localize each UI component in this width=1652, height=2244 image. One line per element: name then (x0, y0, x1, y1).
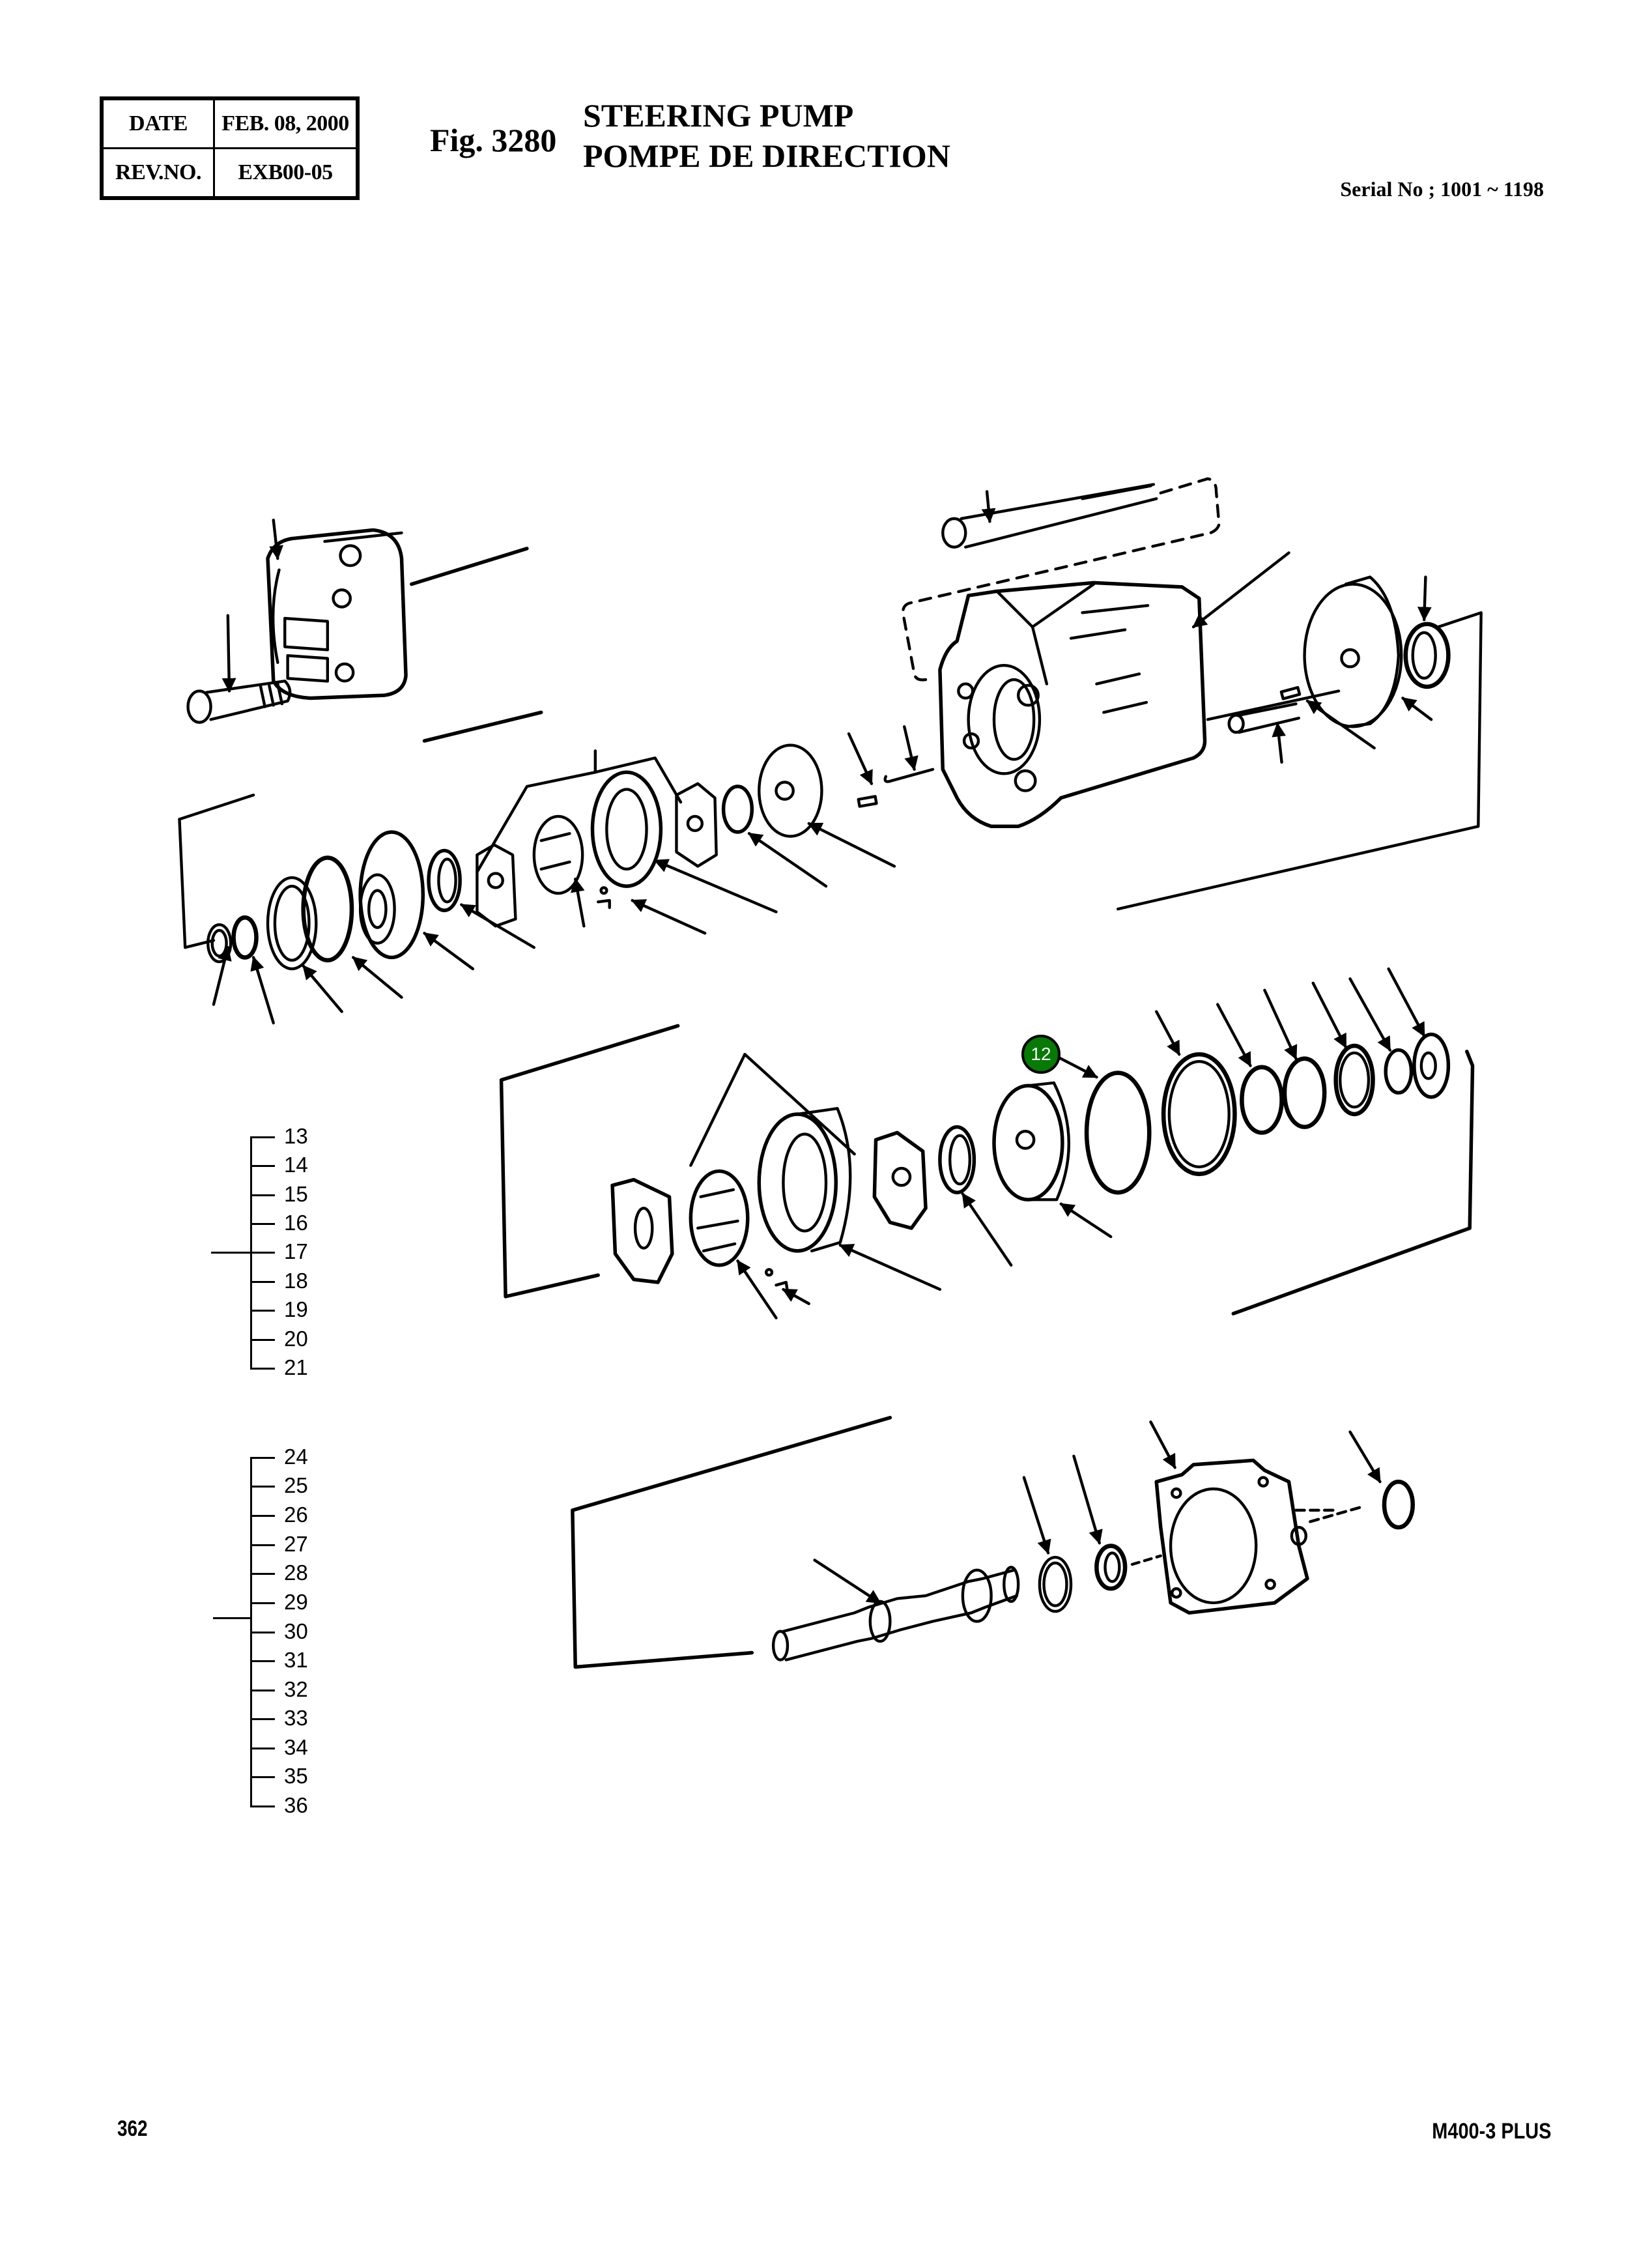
screw-icon (1227, 702, 1301, 734)
retainer-ring-icon (1161, 1052, 1237, 1177)
rotor-icon (532, 814, 584, 895)
retainer-ring-icon (266, 876, 318, 971)
revno-value: EXB00-05 (213, 147, 359, 199)
revno-label: REV.NO. (100, 147, 215, 199)
model-name: M400-3 PLUS (1431, 2119, 1551, 2144)
revision-row-revno: REV.NO. EXB00-05 (100, 147, 359, 199)
bolt-icon (186, 680, 292, 724)
washer-icon (206, 923, 233, 964)
revision-row-date: DATE FEB. 08, 2000 (100, 97, 359, 149)
cam-ring-icon (757, 1107, 852, 1253)
o-ring-icon (1084, 1071, 1152, 1195)
end-plate-icon (1303, 575, 1403, 728)
page-number: 362 (117, 2116, 148, 2141)
ring-icon (1038, 1555, 1073, 1613)
callout-12[interactable]: 12 (1021, 1035, 1061, 1074)
ring-icon (1240, 1065, 1284, 1135)
ring-icon (231, 915, 259, 960)
bearing-plate-icon (358, 830, 425, 960)
figure-number: Fig. 3280 (430, 122, 557, 158)
front-housing-icon (1154, 1458, 1309, 1615)
pump-body-icon (938, 581, 1207, 828)
snap-ring-icon (1384, 1048, 1414, 1095)
revision-table: DATE FEB. 08, 2000 REV.NO. EXB00-05 (100, 96, 360, 200)
end-plate-icon (758, 743, 823, 838)
group-reference-line (211, 1252, 250, 1254)
long-bolt-icon (941, 483, 1158, 549)
serial-range: Serial No ; 1001 ~ 1198 (1340, 177, 1544, 201)
parts-index-group-1: 13 14 15 16 17 18 19 20 21 (211, 1122, 380, 1396)
o-ring-icon (1382, 1479, 1415, 1530)
page-title: STEERING PUMP POMPE DE DIRECTION (583, 95, 950, 176)
seal-icon (1403, 622, 1451, 689)
end-plate-icon (992, 1081, 1070, 1201)
parts-index-group-2: 24 25 26 27 28 29 30 31 32 33 34 35 36 (213, 1443, 380, 1834)
title-english: STEERING PUMP (583, 97, 854, 134)
pressure-plate-icon (675, 782, 718, 868)
ring-icon (1333, 1043, 1375, 1117)
cam-ring-icon (590, 770, 663, 888)
seal-icon (427, 848, 462, 913)
seal-icon (938, 1125, 976, 1194)
drive-shaft-icon (771, 1566, 1020, 1661)
group-reference-line (213, 1617, 250, 1619)
o-ring-icon (301, 856, 354, 963)
bearing-icon (1412, 1032, 1451, 1099)
pressure-plate-icon (610, 1177, 674, 1284)
index-spine (250, 1457, 252, 1805)
pressure-plate-icon (872, 1130, 928, 1230)
cover-block-icon (266, 528, 408, 700)
ring-icon (1282, 1056, 1327, 1129)
seal-icon (1094, 1544, 1128, 1591)
pressure-plate-icon (476, 843, 517, 928)
rotor-icon (689, 1169, 750, 1267)
date-value: FEB. 08, 2000 (213, 97, 359, 149)
title-french: POMPE DE DIRECTION (583, 137, 950, 174)
date-label: DATE (100, 97, 215, 149)
seal-icon (721, 784, 754, 834)
